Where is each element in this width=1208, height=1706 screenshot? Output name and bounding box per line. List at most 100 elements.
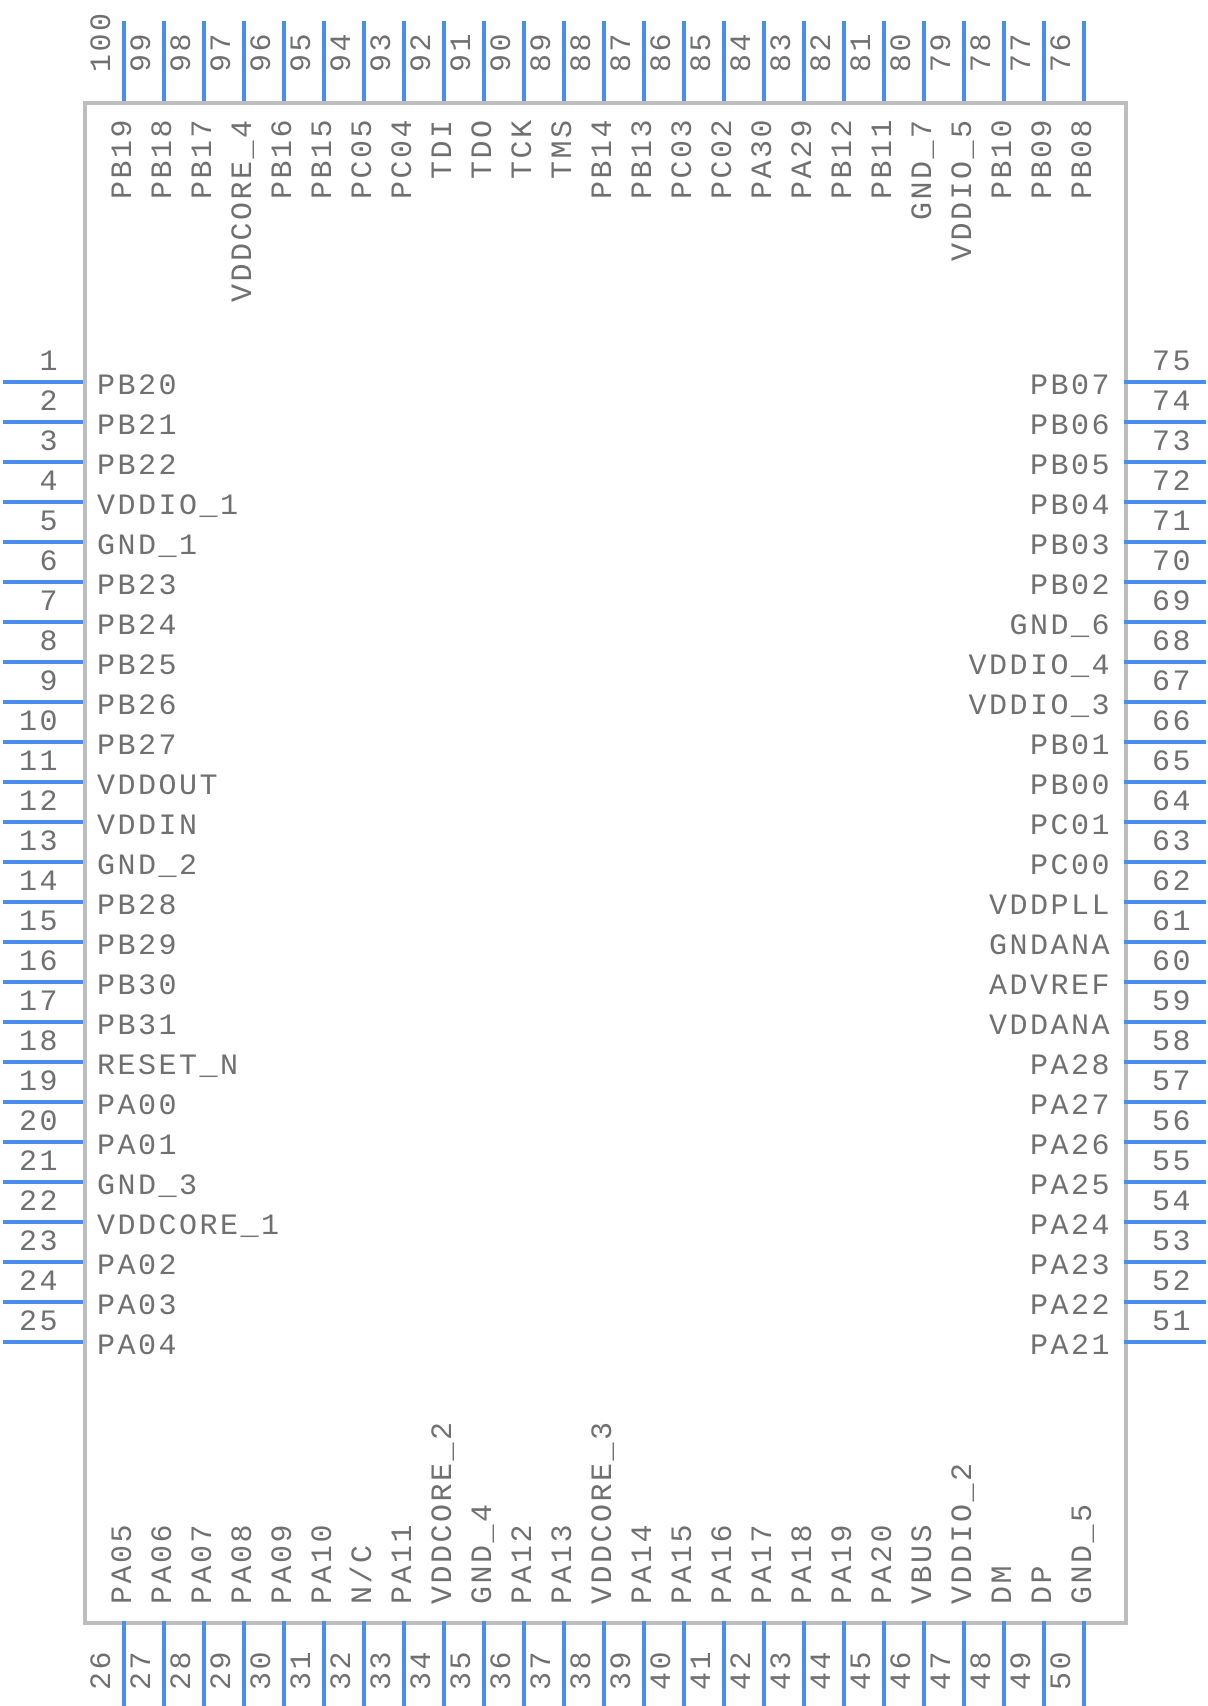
pin-line	[922, 21, 926, 101]
pin-number: 74	[1152, 386, 1194, 420]
pin-line	[882, 1621, 886, 1706]
pin-number: 26	[86, 1649, 120, 1691]
pin-name: GND_1	[97, 530, 200, 564]
pin-number: 33	[366, 1649, 400, 1691]
pin-number: 44	[806, 1649, 840, 1691]
pin-name: VDDCORE_3	[587, 1419, 621, 1604]
pin-name: PC02	[707, 117, 741, 200]
pin-line	[3, 420, 83, 424]
pin-name: PB14	[587, 117, 621, 200]
pin-number: 50	[1046, 1649, 1080, 1691]
pin-name: TDI	[427, 117, 461, 179]
pin-number: 65	[1152, 746, 1194, 780]
pin-line	[1124, 1260, 1206, 1264]
pin-line	[1124, 980, 1206, 984]
pin-line	[3, 860, 83, 864]
pin-number: 55	[1152, 1146, 1194, 1180]
pin-name: PB16	[267, 117, 301, 200]
pin-number: 64	[1152, 786, 1194, 820]
pin-line	[802, 21, 806, 101]
pin-number: 62	[1152, 866, 1194, 900]
pin-number: 66	[1152, 706, 1194, 740]
pin-line	[682, 1621, 686, 1706]
pin-name: PC00	[1029, 850, 1112, 884]
pin-name: VDDOUT	[97, 770, 221, 804]
pin-number: 30	[246, 1649, 280, 1691]
pin-name: VDDIO_2	[947, 1460, 981, 1604]
pin-number: 41	[686, 1649, 720, 1691]
pin-name: PB06	[1029, 410, 1112, 444]
pin-name: PA23	[1029, 1250, 1112, 1284]
pin-number: 46	[886, 1649, 920, 1691]
pin-line	[1124, 500, 1206, 504]
pin-line	[722, 1621, 726, 1706]
pin-number: 27	[126, 1649, 160, 1691]
pin-line	[3, 1060, 83, 1064]
pin-number: 9	[39, 666, 60, 700]
pin-number: 80	[886, 30, 920, 72]
pin-number: 2	[39, 386, 60, 420]
pin-line	[842, 1621, 846, 1706]
pin-number: 72	[1152, 466, 1194, 500]
pin-name: PB17	[187, 117, 221, 200]
pin-number: 60	[1152, 946, 1194, 980]
pin-number: 83	[766, 30, 800, 72]
pin-line	[522, 21, 526, 101]
pin-number: 59	[1152, 986, 1194, 1020]
pin-name: PB23	[97, 570, 180, 604]
pin-number: 32	[326, 1649, 360, 1691]
pin-name: PB30	[97, 970, 180, 1004]
pin-line	[602, 21, 606, 101]
pin-number: 8	[39, 626, 60, 660]
pin-name: PA09	[267, 1521, 301, 1604]
pin-name: PA22	[1029, 1290, 1112, 1324]
pin-line	[3, 1220, 83, 1224]
pin-line	[1042, 21, 1046, 101]
pin-name: PB03	[1029, 530, 1112, 564]
pin-line	[3, 580, 83, 584]
pin-name: DP	[1027, 1562, 1061, 1604]
pin-name: VDDANA	[988, 1010, 1112, 1044]
pin-line	[3, 1260, 83, 1264]
pin-line	[122, 21, 126, 101]
pin-line	[3, 1100, 83, 1104]
pin-line	[962, 21, 966, 101]
pin-number: 86	[646, 30, 680, 72]
pin-name: PA27	[1029, 1090, 1112, 1124]
pin-line	[1042, 1621, 1046, 1706]
pin-number: 87	[606, 30, 640, 72]
pin-line	[1082, 1621, 1086, 1706]
pin-line	[482, 1621, 486, 1706]
pin-line	[1124, 1060, 1206, 1064]
pin-name: GND_5	[1067, 1501, 1101, 1604]
pin-number: 20	[18, 1106, 60, 1140]
pin-line	[442, 21, 446, 101]
pin-number: 28	[166, 1649, 200, 1691]
pin-number: 31	[286, 1649, 320, 1691]
pin-number: 69	[1152, 586, 1194, 620]
pin-line	[3, 940, 83, 944]
pin-name: GND_2	[97, 850, 200, 884]
pin-line	[3, 1300, 83, 1304]
pin-line	[1124, 820, 1206, 824]
pin-number: 71	[1152, 506, 1194, 540]
pin-line	[522, 1621, 526, 1706]
pin-name: PB07	[1029, 370, 1112, 404]
pin-name: PB00	[1029, 770, 1112, 804]
pin-name: GND_6	[1009, 610, 1112, 644]
pin-line	[202, 21, 206, 101]
pin-line	[3, 900, 83, 904]
pin-line	[3, 1180, 83, 1184]
pin-number: 81	[846, 30, 880, 72]
pin-line	[3, 820, 83, 824]
pin-name: PA14	[627, 1521, 661, 1604]
pin-number: 7	[39, 586, 60, 620]
pin-name: TMS	[547, 117, 581, 179]
pin-number: 97	[206, 30, 240, 72]
pin-name: PB13	[627, 117, 661, 200]
pin-number: 48	[966, 1649, 1000, 1691]
pin-number: 89	[526, 30, 560, 72]
pin-line	[842, 21, 846, 101]
pin-number: 76	[1046, 30, 1080, 72]
